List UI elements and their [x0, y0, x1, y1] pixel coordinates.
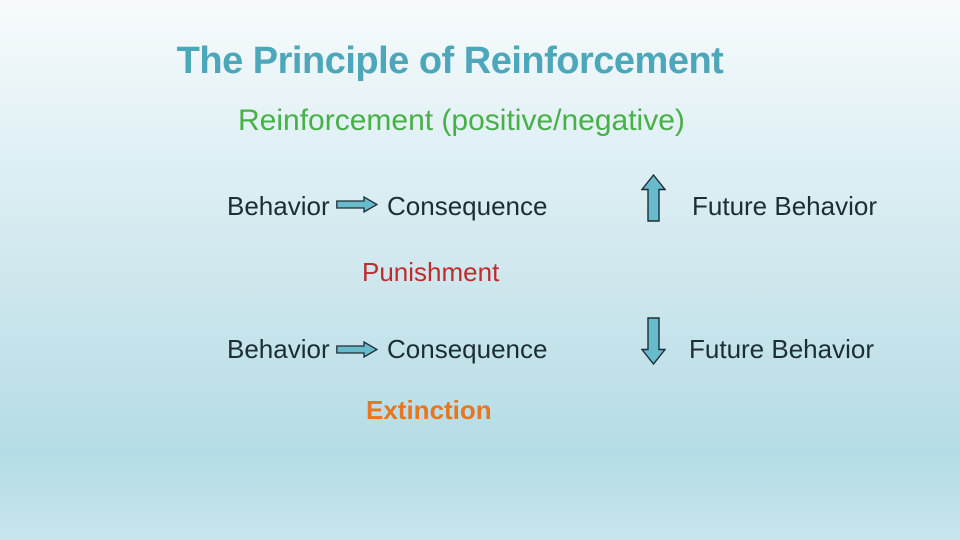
punishment-behavior-label: Behavior: [227, 334, 330, 364]
punishment-future-behavior-label: Future Behavior: [689, 334, 874, 364]
reinforcement-consequence-label: Consequence: [387, 191, 548, 221]
slide-subtitle: Reinforcement (positive/negative): [238, 104, 685, 137]
extinction-label: Extinction: [366, 395, 492, 425]
reinforcement-behavior-label: Behavior: [227, 191, 330, 221]
slide-title: The Principle of Reinforcement: [176, 40, 724, 82]
punishment-consequence-label: Consequence: [387, 334, 548, 364]
up-arrow-icon: [640, 173, 667, 222]
right-arrow-icon: [336, 195, 379, 214]
reinforcement-future-behavior-label: Future Behavior: [692, 191, 877, 221]
right-arrow-icon: [336, 340, 379, 359]
down-arrow-icon: [640, 317, 667, 366]
punishment-label: Punishment: [362, 257, 500, 287]
